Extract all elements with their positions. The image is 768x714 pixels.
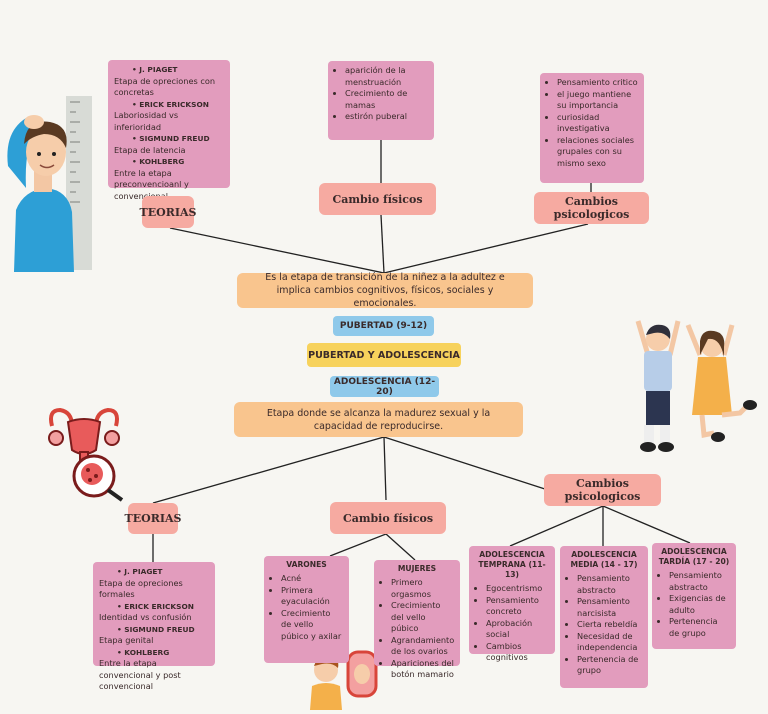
bottom-teorias-stage: Etapa de opreciones formales — [99, 577, 183, 600]
kids-jumping-illustration — [628, 315, 758, 460]
bottom-fisicos-label: Cambio físicos — [330, 502, 446, 534]
top-psicologicos-item: relaciones sociales grupales con su mism… — [557, 135, 638, 170]
varones-item: Acné — [281, 573, 343, 585]
bottom-teorias-author: ERICK ERICKSON — [99, 601, 209, 613]
temprana-item: Aprobación social — [486, 618, 549, 641]
temprana-item: Egocentrismo — [486, 583, 549, 595]
tardia-item: Pensamiento abstracto — [669, 570, 730, 593]
top-psicologicos-item: curiosidad investigativa — [557, 112, 638, 135]
varones-item: Crecimiento de vello púbico y axilar — [281, 608, 343, 643]
temprana-item: Cambios cognitivos — [486, 641, 549, 664]
temprana-item: Pensamiento concreto — [486, 595, 549, 618]
temprana-box: ADOLESCENCIA TEMPRANA (11-13) Egocentris… — [469, 546, 555, 662]
bottom-teorias-author: KOHLBERG — [99, 647, 209, 659]
varones-item: Primera eyaculación — [281, 585, 343, 608]
reproductive-system-icon — [42, 404, 126, 502]
media-item: Cierta rebeldía — [577, 619, 642, 631]
boy-mirror-illustration — [304, 650, 378, 710]
mujeres-item: Apariciones del botón mamario — [391, 658, 454, 681]
bottom-teorias-author: J. PIAGET — [99, 566, 209, 578]
adolescencia-label: ADOLESCENCIA (12-20) — [330, 376, 439, 397]
top-psicologicos-label: Cambios psicologicos — [534, 192, 649, 224]
mujeres-item: Primero orgasmos — [391, 577, 454, 600]
bottom-teorias-stage: Entre la etapa convencional y post conve… — [99, 658, 181, 691]
top-teorias-author: KOHLBERG — [114, 156, 224, 168]
top-teorias-author: SIGMUND FREUD — [114, 133, 224, 145]
varones-title: VARONES — [286, 560, 327, 569]
top-psicologicos-item: el juego mantiene su importancia — [557, 89, 638, 112]
tardia-box: ADOLESCENCIA TARDÍA (17 - 20) Pensamient… — [652, 543, 736, 649]
tardia-item: Exigencias de adulto — [669, 593, 730, 616]
top-psicologicos-item: Pensamiento critico — [557, 77, 638, 89]
mujeres-item: Crecimiento del vello púbico — [391, 600, 454, 635]
temprana-title: ADOLESCENCIA TEMPRANA (11-13) — [478, 550, 546, 579]
media-item: Pensamiento narcisista — [577, 596, 642, 619]
media-box: ADOLESCENCIA MEDIA (14 - 17) Pensamiento… — [560, 546, 648, 688]
top-teorias-stage: Etapa de latencia — [114, 144, 186, 155]
top-teorias-author: J. PIAGET — [114, 64, 224, 76]
tardia-title: ADOLESCENCIA TARDÍA (17 - 20) — [658, 547, 730, 566]
top-fisicos-item: Crecimiento de mamas — [345, 88, 428, 111]
pubertad-label: PUBERTAD (9-12) — [333, 316, 434, 336]
boy-height-illustration — [4, 92, 96, 272]
media-item: Pertenencia de grupo — [577, 654, 642, 677]
bottom-teorias-stage: Identidad vs confusión — [99, 612, 192, 622]
bottom-teorias-stage: Etapa genital — [99, 635, 154, 645]
varones-box: VARONES AcnéPrimera eyaculaciónCrecimien… — [264, 556, 349, 663]
top-teorias-stage: Entre la etapa preconvencioanl y convenc… — [114, 167, 189, 201]
mujeres-box: MUJERES Primero orgasmosCrecimiento del … — [374, 560, 460, 679]
top-fisicos-item: estirón puberal — [345, 111, 428, 123]
top-psicologicos-box: Pensamiento criticoel juego mantiene su … — [540, 73, 644, 183]
main-title: PUBERTAD Y ADOLESCENCIA — [307, 343, 461, 367]
top-teorias-author: ERICK ERICKSON — [114, 99, 224, 111]
media-item: Pensamiento abstracto — [577, 573, 642, 596]
bottom-psicologicos-label: Cambios psicologicos — [544, 474, 661, 506]
description-top: Es la etapa de transición de la niñez a … — [237, 272, 533, 309]
description-bottom: Etapa donde se alcanza la madurez sexual… — [234, 402, 523, 437]
media-item: Necesidad de independencia — [577, 631, 642, 654]
media-title: ADOLESCENCIA MEDIA (14 - 17) — [570, 550, 638, 569]
top-teorias-stage: Laboriosidad vs inferioridad — [114, 110, 179, 132]
top-fisicos-label: Cambio físicos — [319, 183, 436, 215]
bottom-teorias-label: TEORIAS — [125, 503, 181, 534]
top-teorias-stage: Etapa de opreciones con concretas — [114, 75, 216, 98]
top-fisicos-item: aparición de la menstruación — [345, 65, 428, 88]
tardia-item: Pertenencia de grupo — [669, 616, 730, 639]
top-fisicos-box: aparición de la menstruaciónCrecimiento … — [328, 61, 434, 140]
mujeres-title: MUJERES — [397, 564, 437, 573]
mujeres-item: Agrandamiento de los ovarios — [391, 635, 454, 658]
top-teorias-label: TEORIAS — [140, 196, 196, 228]
bottom-teorias-author: SIGMUND FREUD — [99, 624, 209, 636]
